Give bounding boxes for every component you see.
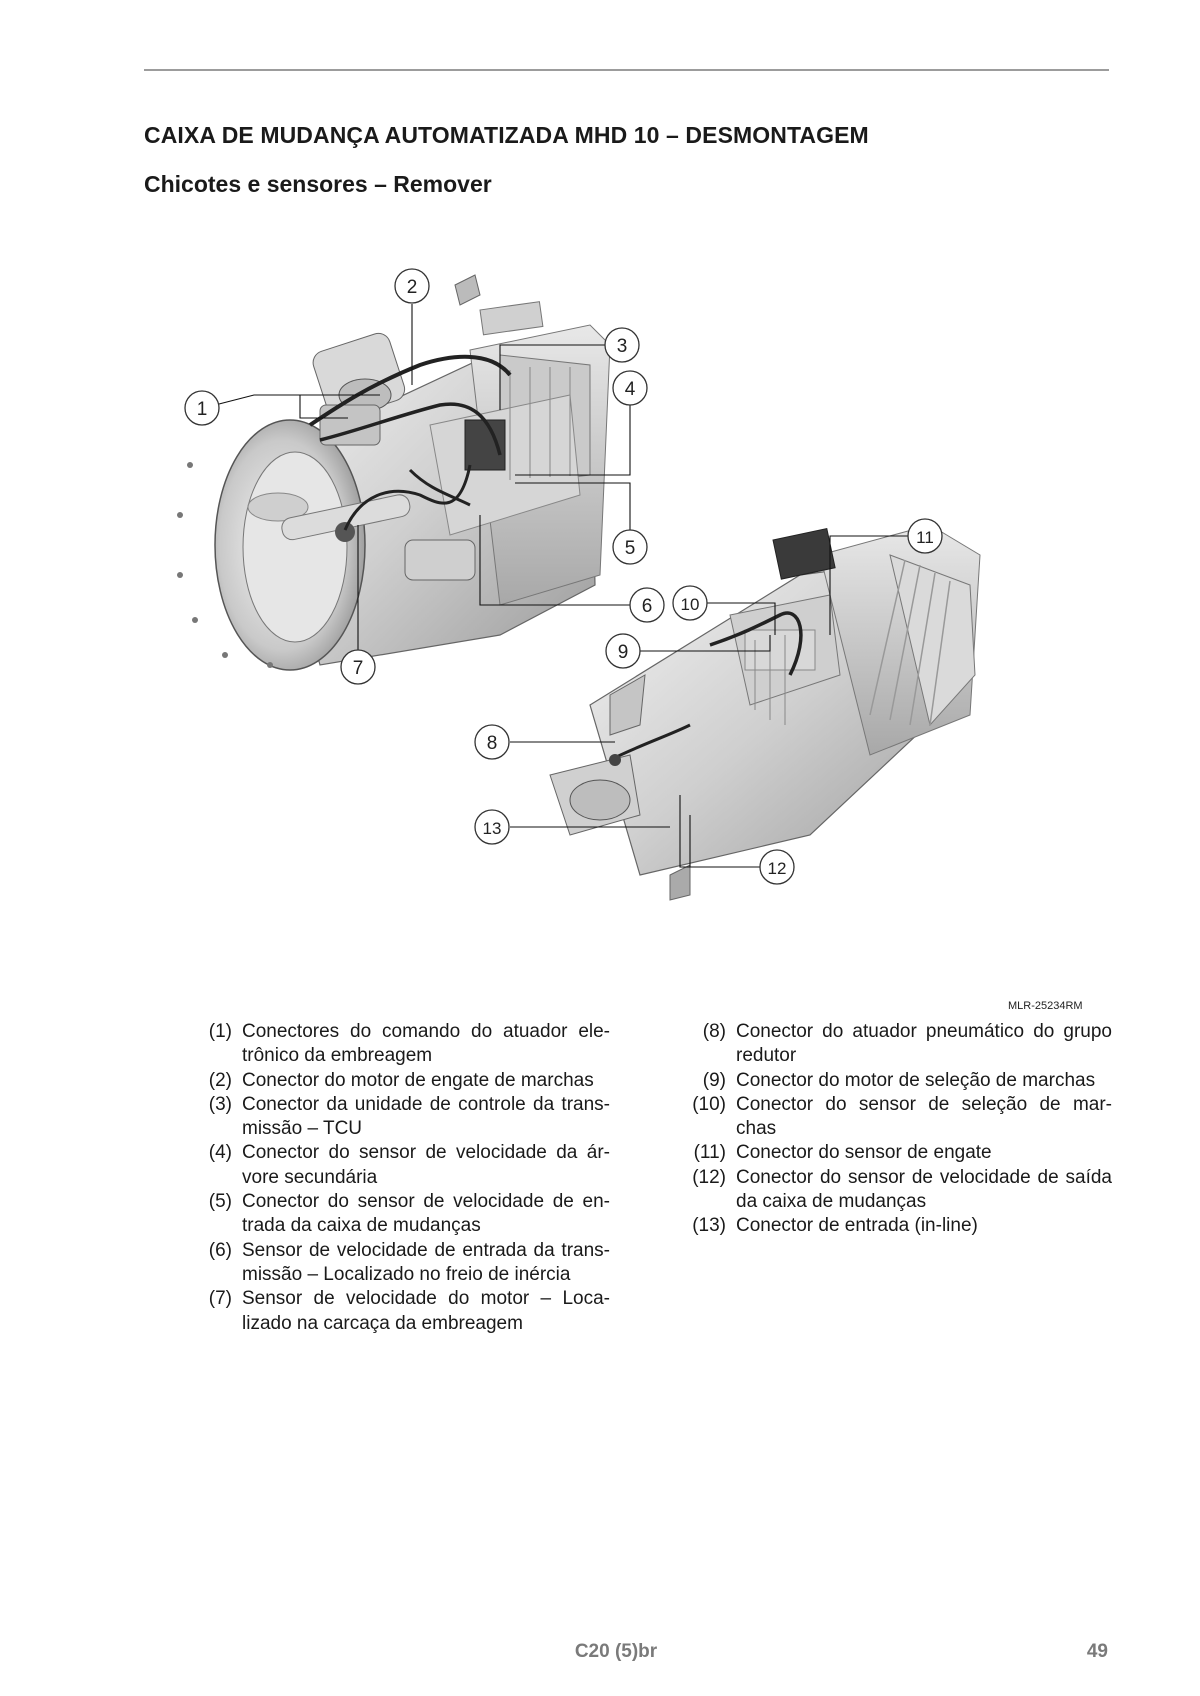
callout-5: 5 [612, 529, 648, 565]
callout-7: 7 [340, 649, 376, 685]
legend-item: (5)Conector do sensor de velocidade de e… [208, 1191, 610, 1237]
legend-item: (7)Sensor de velocidade do motor – Loca-… [208, 1288, 610, 1334]
callout-markers: 1 2 3 4 5 6 7 8 [184, 268, 943, 885]
page-title: CAIXA DE MUDANÇA AUTOMATIZADA MHD 10 – D… [144, 122, 869, 148]
document-code: C20 (5)br [574, 1641, 658, 1662]
legend-item: (13)Conector de entrada (in-line) [692, 1215, 978, 1237]
legend-right-column: (8)Conector do atuador pneumático do gru… [676, 1020, 1112, 1239]
legend-item: (10)Conector do sensor de seleção de mar… [692, 1093, 1112, 1140]
transmission-rear-view [549, 524, 981, 901]
svg-text:3: 3 [617, 336, 628, 357]
svg-text:6: 6 [642, 596, 653, 617]
callout-leader-lines [218, 304, 908, 868]
svg-text:10: 10 [681, 595, 700, 614]
legend-item: (11)Conector do sensor de engate [693, 1142, 992, 1164]
legend-item: (2)Conector do motor de engate de marcha… [208, 1069, 594, 1091]
svg-text:5: 5 [625, 538, 636, 559]
section-subtitle: Chicotes e sensores – Remover [144, 171, 492, 197]
svg-text:9: 9 [618, 642, 629, 663]
header-rule [144, 69, 1109, 71]
callout-13: 13 [474, 809, 510, 845]
page-number: 49 [1086, 1641, 1108, 1662]
legend-item: (12)Conector do sensor de velocidade de … [692, 1166, 1112, 1213]
callout-9: 9 [605, 633, 641, 669]
callout-4: 4 [612, 370, 648, 406]
legend-item: (8)Conector do atuador pneumático do gru… [702, 1021, 1112, 1067]
svg-text:12: 12 [768, 859, 787, 878]
svg-text:4: 4 [625, 379, 636, 400]
svg-text:1: 1 [197, 399, 208, 420]
legend-left-column: (1)Conectores do comando do atuador ele-… [190, 1020, 610, 1336]
figure-reference-code: MLR-25234RM [1008, 1000, 1083, 1012]
legend-item: (9)Conector do motor de seleção de march… [702, 1069, 1096, 1091]
svg-text:2: 2 [407, 277, 418, 298]
callout-12: 12 [759, 849, 795, 885]
legend-item: (6)Sensor de velocidade de entrada da tr… [208, 1239, 610, 1285]
transmission-front-view [177, 274, 611, 671]
legend-item: (4)Conector do sensor de velocidade da á… [208, 1142, 610, 1188]
svg-text:7: 7 [353, 658, 364, 679]
legend-item: (1)Conectores do comando do atuador ele-… [208, 1021, 610, 1067]
callout-2: 2 [394, 268, 430, 304]
svg-text:11: 11 [916, 528, 934, 547]
callout-3: 3 [604, 327, 640, 363]
svg-text:13: 13 [483, 819, 502, 838]
callout-6: 6 [629, 587, 665, 623]
transmission-illustration: 1 2 3 4 5 6 7 8 [177, 268, 981, 901]
callout-10: 10 [672, 585, 708, 621]
callout-8: 8 [474, 724, 510, 760]
callout-11: 11 [907, 518, 943, 554]
callout-1: 1 [184, 390, 220, 426]
svg-text:8: 8 [487, 733, 498, 754]
legend-item: (3)Conector da unidade de controle da tr… [208, 1093, 610, 1140]
